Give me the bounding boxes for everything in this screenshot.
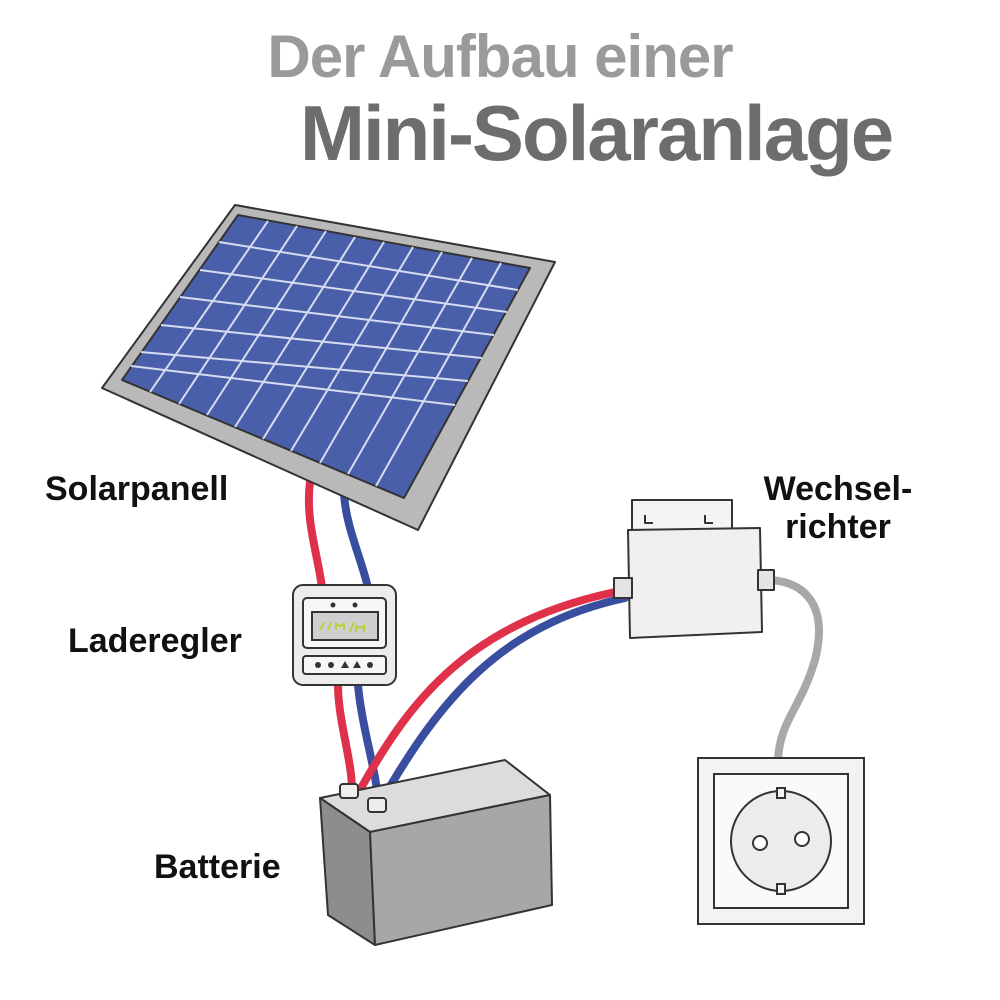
charge-controller [292, 584, 397, 686]
battery-inverter-wire-blue [378, 594, 629, 804]
solar-panel-grid [130, 220, 519, 487]
battery [319, 759, 553, 946]
label-wechselrichter-line2: richter [785, 508, 891, 546]
inverter [613, 499, 775, 639]
wall-socket [697, 757, 865, 925]
diagram-title-line2: Mini-Solaranlage [300, 89, 894, 177]
panel-wire-blue [340, 488, 372, 592]
label-laderegler: Laderegler [68, 622, 242, 660]
diagram-title-line1: Der Aufbau einer [267, 23, 733, 90]
panel-wire-red [304, 478, 326, 592]
label-wechselrichter: Wechsel- richter [728, 470, 948, 546]
label-wechselrichter-line1: Wechsel- [763, 470, 913, 508]
controller-wire-red [334, 681, 356, 794]
battery-inverter-wire-red [356, 586, 629, 794]
inverter-socket-cable [756, 575, 823, 764]
label-solarpanel: Solarpanell [45, 470, 229, 508]
label-batterie: Batterie [154, 848, 281, 886]
solar-panel [101, 204, 556, 531]
